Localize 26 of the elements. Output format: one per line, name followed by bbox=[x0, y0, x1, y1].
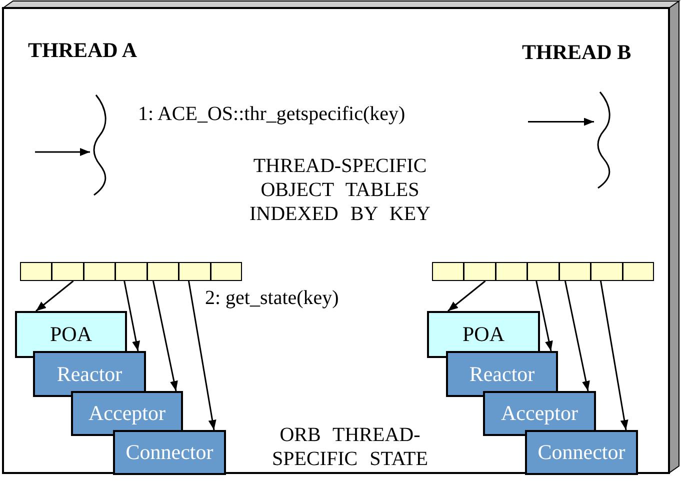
arrow bbox=[536, 280, 553, 352]
arrow bbox=[36, 280, 74, 312]
connector-box: Connector bbox=[525, 430, 638, 475]
thread-title: THREAD A bbox=[28, 38, 138, 64]
acceptor-box: Acceptor bbox=[483, 391, 596, 436]
thread-squiggle bbox=[93, 94, 106, 196]
thread-squiggle bbox=[597, 92, 610, 189]
reactor-box: Reactor bbox=[33, 351, 146, 397]
arrow bbox=[528, 118, 594, 126]
acceptor-box: Acceptor bbox=[71, 391, 183, 436]
arrow bbox=[152, 280, 178, 392]
key-table bbox=[432, 262, 654, 281]
state-caption: ORB THREAD-SPECIFIC STATE bbox=[271, 423, 429, 471]
arrow bbox=[448, 280, 486, 312]
connector-box: Connector bbox=[113, 430, 226, 475]
call-label: 1: ACE_OS::thr_getspecific(key) bbox=[138, 102, 406, 126]
reactor-box: Reactor bbox=[446, 351, 558, 397]
arrow bbox=[564, 280, 590, 392]
arrow bbox=[600, 280, 628, 430]
arrow bbox=[188, 280, 216, 430]
arrow bbox=[35, 148, 90, 156]
key-table bbox=[20, 262, 242, 281]
arrow bbox=[124, 280, 140, 352]
call-label: 2: get_state(key) bbox=[205, 286, 339, 310]
table-caption: THREAD-SPECIFIC OBJECT TABLES INDEXED BY KEY bbox=[248, 154, 432, 226]
thread-title: THREAD B bbox=[522, 40, 632, 66]
